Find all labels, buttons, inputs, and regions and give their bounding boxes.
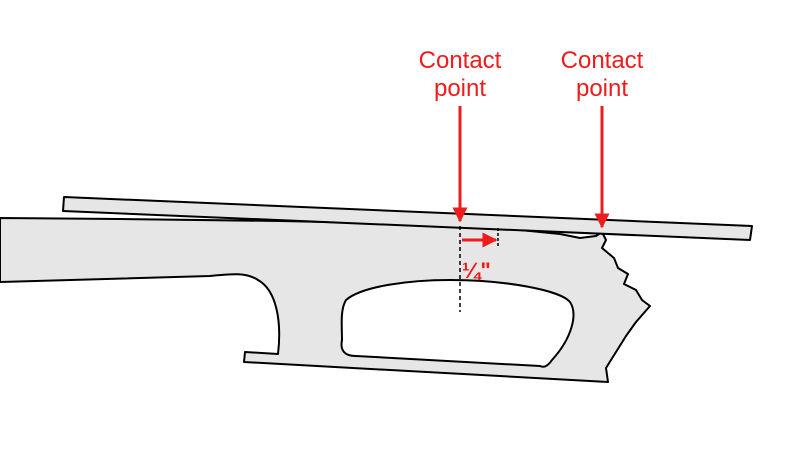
callout-right-line1: Contact xyxy=(561,47,644,74)
callout-left-line2: point xyxy=(434,75,486,102)
measurement-label: ¼" xyxy=(462,258,491,283)
callout-right: Contact point xyxy=(561,47,644,229)
straight-edge xyxy=(62,196,753,241)
callout-left: Contact point xyxy=(419,47,502,223)
bridge-window xyxy=(340,279,575,368)
callout-left-line1: Contact xyxy=(419,47,502,74)
callout-right-line2: point xyxy=(576,75,628,102)
